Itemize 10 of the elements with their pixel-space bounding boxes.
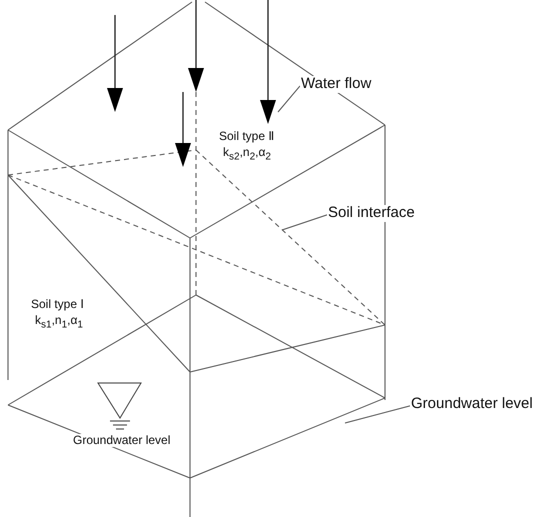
leader-line — [278, 85, 300, 112]
leader-line — [282, 214, 328, 230]
parameter-label: k$_{s2}$,n$_{2}$,α$_{2}$ — [222, 146, 272, 162]
callout-label: Soil interface — [327, 205, 416, 222]
leader-line — [344, 405, 410, 424]
water-table-label: Groundwater level — [72, 434, 172, 448]
soil-type-label: Soil type Ⅱ — [218, 130, 276, 144]
parameter-label: k$_{s1}$,n$_{1}$,α$_{1}$ — [34, 314, 84, 330]
callout-label: Water flow — [300, 76, 372, 92]
soil-type-label: Soil type Ⅰ — [30, 298, 85, 312]
